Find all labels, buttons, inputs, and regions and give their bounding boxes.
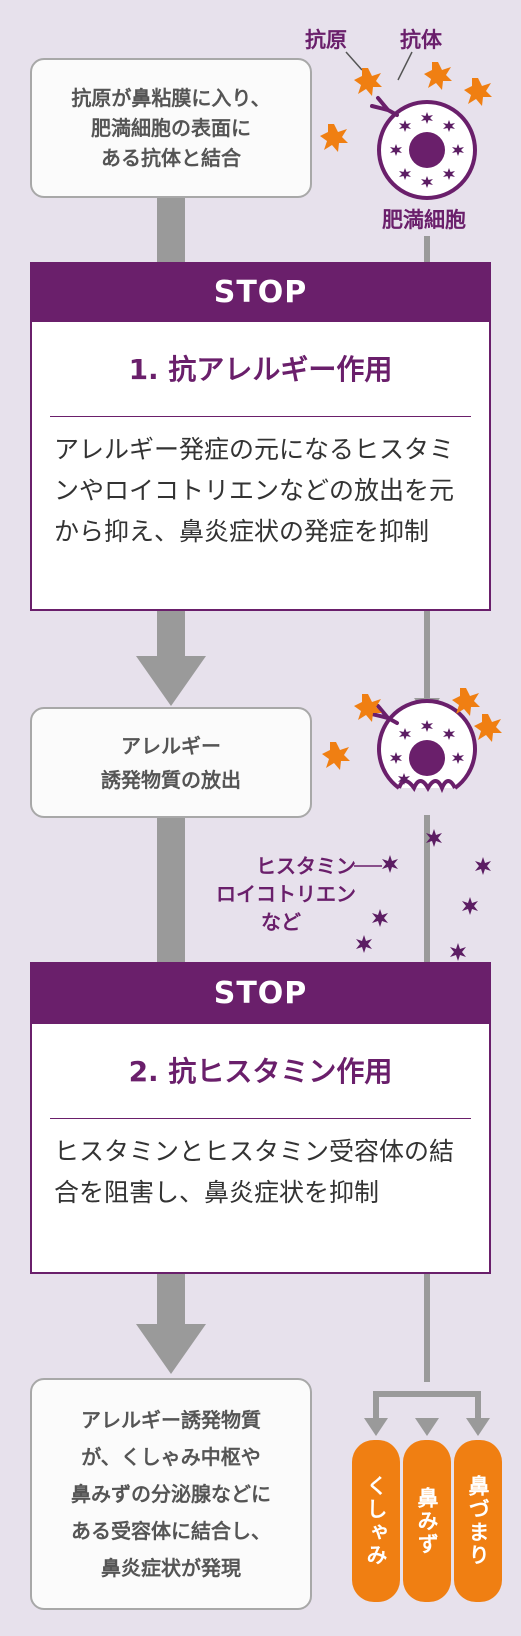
antigen-pointer xyxy=(345,51,363,71)
mediator-labels: ヒスタミン ロイコトリエン など xyxy=(206,852,356,936)
right-line-2 xyxy=(424,610,430,700)
stop2-panel: 2. 抗ヒスタミン作用 ヒスタミンとヒスタミン受容体の結合を阻害し、鼻炎症状を抑… xyxy=(30,1024,491,1274)
symptom-congestion: 鼻づまり xyxy=(454,1440,502,1602)
flow-arrow-1 xyxy=(136,656,206,706)
symptom-onset-box: アレルギー誘発物質 が、くしゃみ中枢や 鼻みずの分泌腺などに ある受容体に結合し… xyxy=(30,1378,312,1610)
flow-arrow-2 xyxy=(136,1324,206,1374)
mast-cell-label: 肥満細胞 xyxy=(382,208,466,232)
stop2-description: ヒスタミンとヒスタミン受容体の結合を阻害し、鼻炎症状を抑制 xyxy=(54,1137,455,1207)
branch-arrow-right xyxy=(466,1418,490,1436)
mediator-histamine-label: ヒスタミン xyxy=(256,854,356,878)
antigen-binding-box: 抗原が鼻粘膜に入り、 肥満細胞の表面に ある抗体と結合 xyxy=(30,58,312,198)
symptom-onset-text: アレルギー誘発物質 が、くしゃみ中枢や 鼻みずの分泌腺などに ある受容体に結合し… xyxy=(71,1407,271,1580)
stop1-panel: 1. 抗アレルギー作用 アレルギー発症の元になるヒスタミンやロイコトリエンなどの… xyxy=(30,322,491,611)
stop2-title: 2. 抗ヒスタミン作用 xyxy=(128,1055,393,1088)
mediator-star-5 xyxy=(372,909,388,927)
antigen-burst-2 xyxy=(424,62,452,90)
stop2-divider xyxy=(50,1118,471,1119)
release-text: アレルギー 誘発物質の放出 xyxy=(101,733,241,792)
mediator-star-2 xyxy=(382,855,398,873)
mast-cell-middle xyxy=(370,699,477,794)
mediator-star-7 xyxy=(450,943,466,961)
mediator-leukotriene-label: ロイコトリエン xyxy=(216,882,356,906)
right-line-4 xyxy=(424,1272,430,1382)
stop1-divider xyxy=(50,416,471,417)
flow-line-4 xyxy=(157,1272,185,1324)
right-line-3 xyxy=(424,815,430,965)
antigen-label: 抗原 xyxy=(305,28,347,52)
mast-cell-top xyxy=(370,96,477,200)
release-box: アレルギー 誘発物質の放出 xyxy=(30,707,312,818)
antigen-burst-8 xyxy=(322,742,350,770)
symptom-runny-nose: 鼻みず xyxy=(403,1440,451,1602)
stop1-header-text: STOP xyxy=(213,274,308,310)
antigen-burst-3 xyxy=(464,78,492,106)
antigen-burst-1 xyxy=(354,68,382,96)
antibody-pointer xyxy=(397,51,413,81)
antibody-label: 抗体 xyxy=(400,28,442,52)
right-line-1 xyxy=(424,236,430,266)
stop2-header: STOP xyxy=(30,962,491,1024)
mediator-star-3 xyxy=(475,857,491,875)
stop1-description: アレルギー発症の元になるヒスタミンやロイコトリエンなどの放出を元から抑え、鼻炎症… xyxy=(54,435,455,546)
flow-line-1 xyxy=(157,195,185,265)
symptom-sneeze: くしゃみ xyxy=(352,1440,400,1602)
branch-arrow-mid xyxy=(415,1418,439,1436)
mediator-etc-label: など xyxy=(261,910,301,934)
branch-lines xyxy=(373,1391,481,1420)
antigen-burst-4 xyxy=(320,124,348,152)
mediator-star-4 xyxy=(462,897,478,915)
flow-line-3 xyxy=(157,818,185,964)
antigen-burst-7 xyxy=(474,714,502,742)
mediator-star-6 xyxy=(356,935,372,953)
branch-arrow-left xyxy=(364,1418,388,1436)
stop1-title: 1. 抗アレルギー作用 xyxy=(128,353,393,386)
antigen-binding-text: 抗原が鼻粘膜に入り、 肥満細胞の表面に ある抗体と結合 xyxy=(71,86,271,170)
stop1-header: STOP xyxy=(30,262,491,322)
stop2-header-text: STOP xyxy=(213,975,308,1011)
flow-line-2 xyxy=(157,608,185,656)
